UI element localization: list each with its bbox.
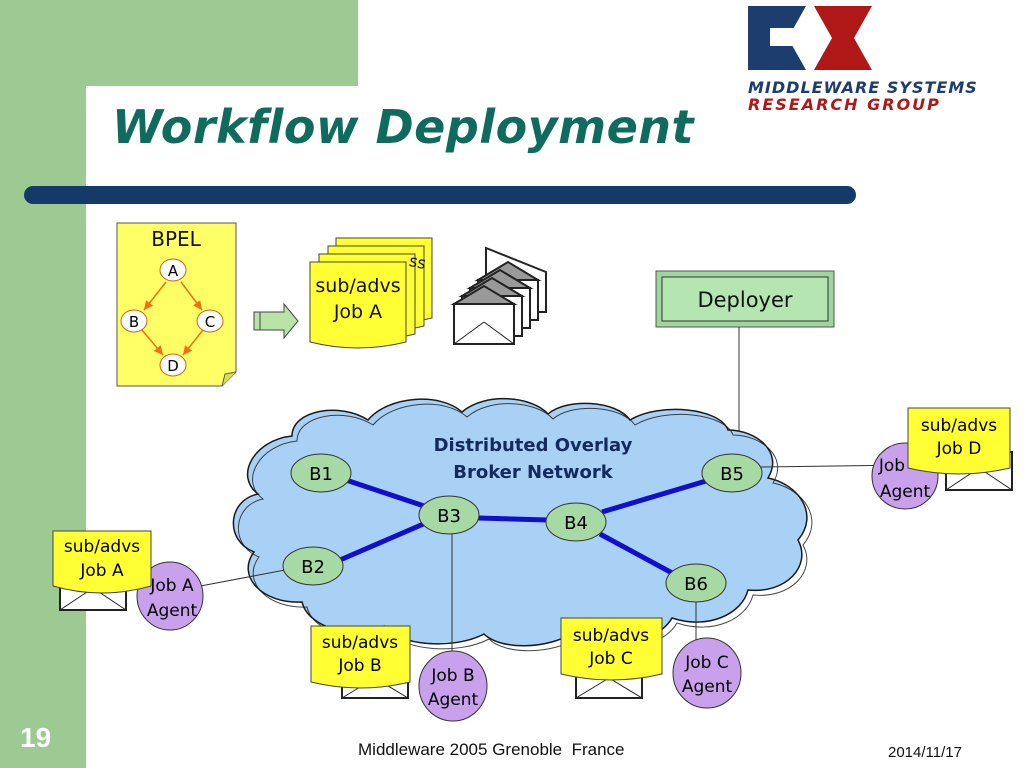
svg-text:Job D: Job D [936, 439, 982, 459]
job-a-note: sub/advs Job A [52, 530, 152, 594]
svg-text:sub/advs: sub/advs [921, 416, 997, 436]
svg-text:Job C: Job C [588, 649, 632, 669]
svg-text:C: C [205, 313, 215, 331]
page-number: 19 [20, 722, 52, 753]
svg-text:Job A: Job A [79, 561, 124, 581]
broker-b2: B2 [282, 546, 344, 586]
left-accent-bar [0, 0, 86, 768]
svg-text:Job C: Job C [684, 653, 728, 673]
svg-text:B2: B2 [301, 557, 325, 578]
job-b-note: sub/advs Job B [310, 625, 411, 689]
msrg-logo [748, 6, 872, 70]
bpel-node-c: C [196, 309, 224, 333]
bpel-node-a: A [159, 258, 187, 282]
bpel-node-b: B [120, 309, 148, 333]
slide-title: Workflow Deployment [112, 100, 695, 154]
broker-b6: B6 [665, 563, 727, 603]
bpel-document: BPEL A B C D [116, 222, 237, 387]
svg-text:Job B: Job B [430, 666, 474, 686]
svg-text:Job A: Job A [333, 301, 382, 323]
deployer-label: Deployer [697, 288, 792, 312]
sub-advs-stack: ss sub/advs Job A [309, 237, 433, 349]
svg-text:sub/advs: sub/advs [573, 626, 649, 646]
svg-text:Agent: Agent [147, 601, 198, 621]
svg-text:D: D [167, 357, 179, 375]
broker-links [339, 477, 707, 577]
svg-text:B5: B5 [720, 464, 744, 485]
footer-caption: Middleware 2005 Grenoble France [358, 740, 625, 759]
svg-text:B4: B4 [564, 513, 588, 534]
cloud-title-line2: Broker Network [453, 462, 614, 483]
svg-text:B1: B1 [309, 464, 333, 485]
svg-text:B6: B6 [684, 574, 708, 595]
svg-text:sub/advs: sub/advs [64, 537, 140, 557]
svg-text:Job: Job [878, 456, 905, 476]
svg-text:ss: ss [407, 251, 427, 273]
broker-b4: B4 [545, 502, 607, 542]
job-c-agent: Job C Agent [672, 637, 742, 709]
svg-text:Agent: Agent [428, 690, 479, 710]
top-accent-bar [0, 0, 358, 86]
cloud-title-line1: Distributed Overlay [434, 435, 633, 456]
broker-b3: B3 [418, 495, 480, 535]
broker-b5: B5 [701, 453, 763, 493]
title-divider [24, 186, 856, 204]
broker-b1: B1 [290, 453, 352, 493]
envelope-stack-icon [450, 246, 547, 345]
block-arrow-icon [253, 302, 299, 340]
job-a-agent: Job A Agent [136, 561, 204, 631]
svg-text:B: B [129, 313, 139, 331]
broker-network-cloud: Distributed Overlay Broker Network [232, 397, 813, 652]
job-d-note: sub/advs Job D [907, 407, 1011, 475]
svg-text:sub/advs: sub/advs [315, 275, 400, 297]
bpel-node-d: D [159, 353, 187, 377]
svg-text:Agent: Agent [682, 677, 733, 697]
svg-text:Job B: Job B [337, 656, 381, 676]
svg-text:Job A: Job A [149, 576, 194, 596]
logo-text-line2: RESEARCH GROUP [748, 95, 941, 114]
bpel-label: BPEL [151, 227, 201, 251]
footer-date: 2014/11/17 [888, 744, 962, 761]
svg-text:A: A [168, 262, 179, 280]
logo-text-line1: MIDDLEWARE SYSTEMS [748, 78, 978, 97]
job-c-note: sub/advs Job C [560, 617, 663, 681]
svg-text:sub/advs: sub/advs [322, 633, 398, 653]
svg-text:B3: B3 [437, 506, 461, 527]
job-b-agent: Job B Agent [418, 650, 488, 722]
svg-text:Agent: Agent [880, 482, 931, 502]
deployer-box: Deployer [655, 270, 835, 328]
